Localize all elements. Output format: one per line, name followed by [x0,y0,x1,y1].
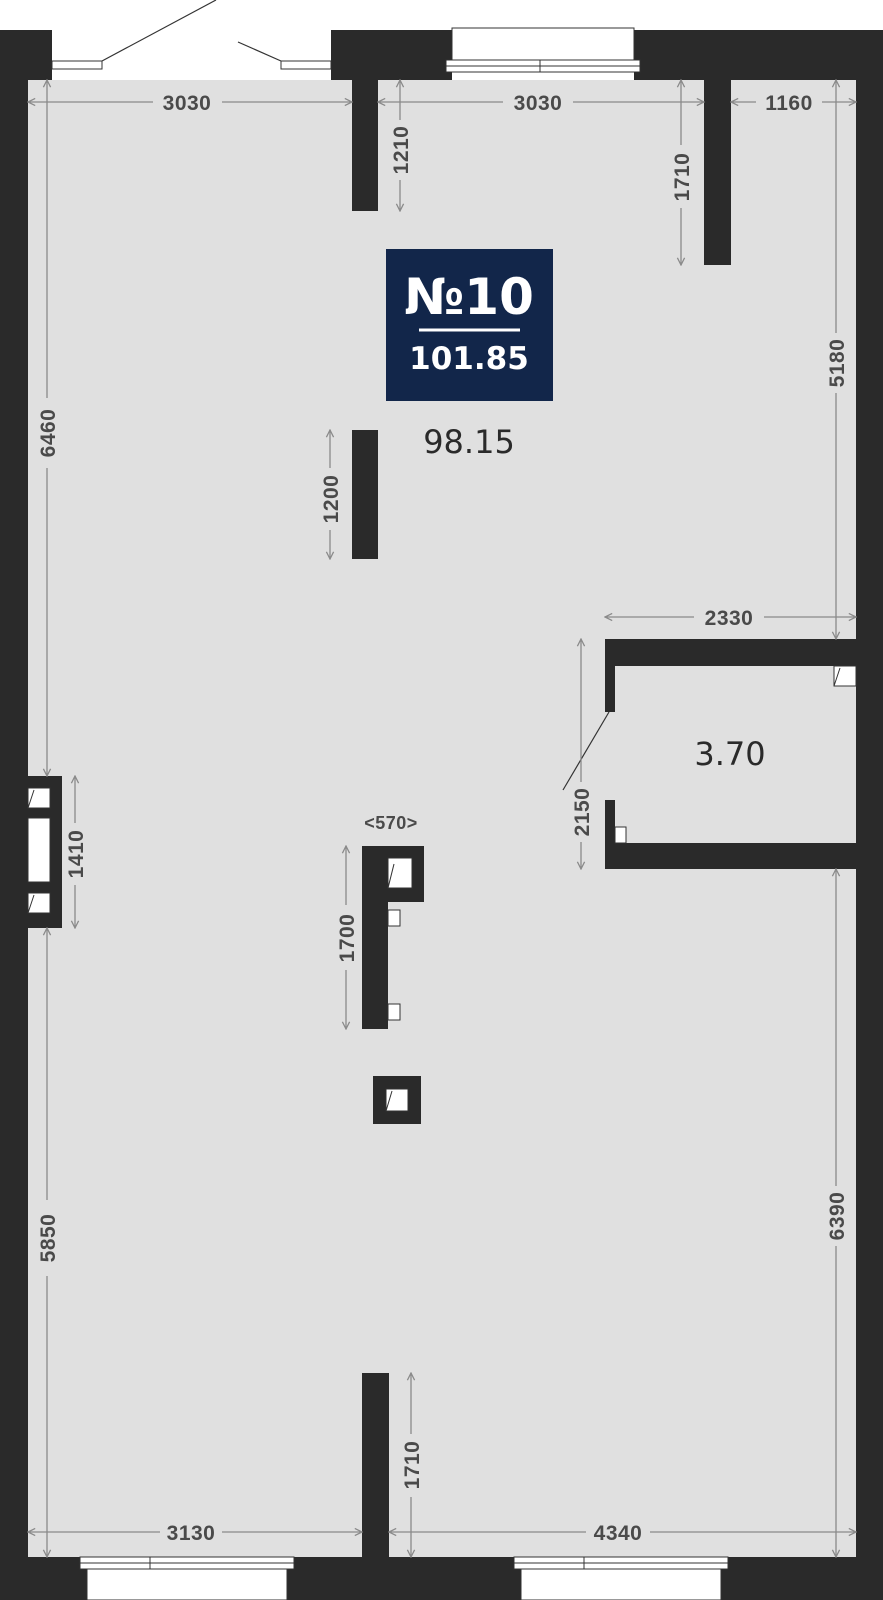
dim-small-room-width: 2330 [705,607,754,630]
main-room-area: 98.15 [423,423,515,461]
dim-partition-top-left: 1210 [390,126,413,175]
dim-bottom-left: 3130 [167,1522,216,1545]
interior-walls [352,80,731,1557]
dim-top-right: 1160 [765,92,813,115]
dim-right-upper: 5180 [826,339,849,388]
dimension-lines [28,80,856,1557]
dim-left-niche: 1410 [65,830,88,879]
central-column [362,846,424,1124]
unit-total-area: 101.85 [409,341,529,377]
dim-top-middle: 3030 [514,92,563,115]
unit-badge: №10 101.85 [386,249,553,401]
entrance-door [51,0,332,80]
dimension-labels: 3030 3030 1160 2330 3130 4340 <570> 6460… [37,92,849,1545]
dim-partition-top-right: 1710 [671,153,694,202]
dim-right-lower: 6390 [826,1192,849,1241]
dim-left-upper: 6460 [37,409,60,458]
dim-partition-bottom: 1710 [401,1441,424,1490]
dim-column-width: <570> [364,813,418,833]
bottom-windows [79,1556,729,1600]
dim-left-lower: 5850 [37,1214,60,1263]
small-room-area: 3.70 [694,735,765,773]
dim-partition-center: 1200 [320,475,343,524]
dim-top-left: 3030 [163,92,212,115]
top-window [445,27,641,73]
small-room-walls [562,639,857,869]
dim-small-room-height: 2150 [571,788,594,837]
dim-bottom-right: 4340 [594,1522,643,1545]
unit-number: №10 [404,268,534,326]
dim-column-height: 1700 [336,914,359,963]
left-shaft [22,776,62,928]
